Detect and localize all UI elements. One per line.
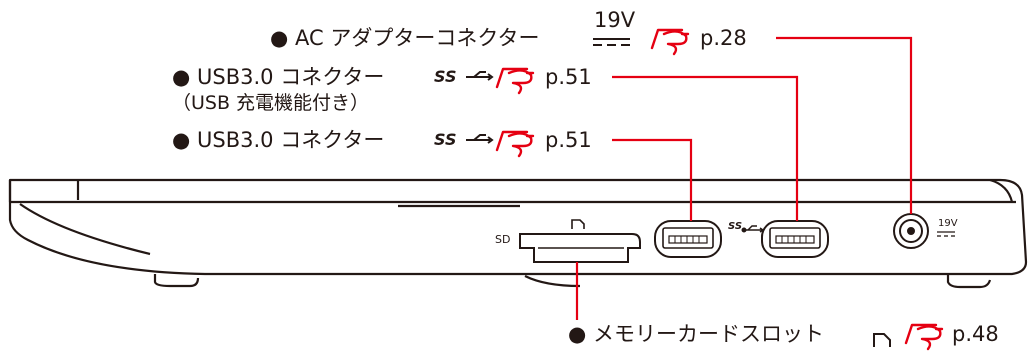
ac-adapter-label: AC アダプターコネクター	[295, 26, 540, 50]
usb-ss-logo-icon	[466, 134, 494, 144]
card-slot-label: メモリーカードスロット	[593, 322, 825, 346]
bullet: ●	[172, 128, 191, 152]
dc-symbol	[937, 231, 955, 237]
card-slot-page-ref[interactable]: p.48	[952, 322, 999, 346]
reference-hand-icon	[495, 67, 535, 95]
callout-ac-adapter: ● AC アダプターコネクター	[270, 26, 540, 50]
callout-usb-charging: ● USB3.0 コネクター	[172, 65, 384, 89]
usb-page-ref[interactable]: p.51	[545, 128, 592, 152]
reference-hand-icon	[904, 323, 944, 351]
usb-charging-label: USB3.0 コネクター	[197, 65, 385, 89]
leader-usb	[612, 138, 693, 221]
dc-in-jack	[893, 213, 929, 249]
usb-port-1	[654, 220, 722, 258]
usb-label: USB3.0 コネクター	[197, 128, 385, 152]
bullet: ●	[270, 26, 289, 50]
usb-charging-ss-mark: SS	[434, 67, 457, 86]
leader-ac	[776, 36, 913, 214]
leader-usb-charging	[612, 75, 799, 221]
usb-charging-note: （USB 充電機能付き）	[172, 92, 370, 114]
usb-ss-logo-icon	[466, 71, 494, 81]
dc-voltage-symbol: 19V	[594, 8, 636, 32]
callout-card-slot: ● メモリーカードスロット	[568, 322, 824, 346]
usb-charging-page-ref[interactable]: p.51	[545, 65, 592, 89]
laptop-body	[8, 178, 1028, 289]
port-ss-mark: SS	[728, 221, 743, 232]
bullet: ●	[172, 65, 191, 89]
dc-jack-label: 19V	[938, 218, 958, 229]
usb-symbol-icon	[741, 225, 765, 233]
reference-hand-icon	[650, 28, 690, 56]
usb-port-2	[761, 220, 829, 258]
card-slot-symbol-icon	[873, 333, 891, 347]
memory-card-slot	[519, 219, 641, 263]
callout-usb: ● USB3.0 コネクター	[172, 128, 384, 152]
ac-adapter-page-ref[interactable]: p.28	[700, 26, 747, 50]
leader-lines	[575, 36, 913, 320]
bullet: ●	[568, 322, 587, 346]
sd-label: SD	[495, 233, 511, 246]
usb-ss-mark: SS	[434, 130, 457, 149]
reference-hand-icon	[495, 130, 535, 158]
dc-plug-symbol-icon	[593, 38, 630, 46]
